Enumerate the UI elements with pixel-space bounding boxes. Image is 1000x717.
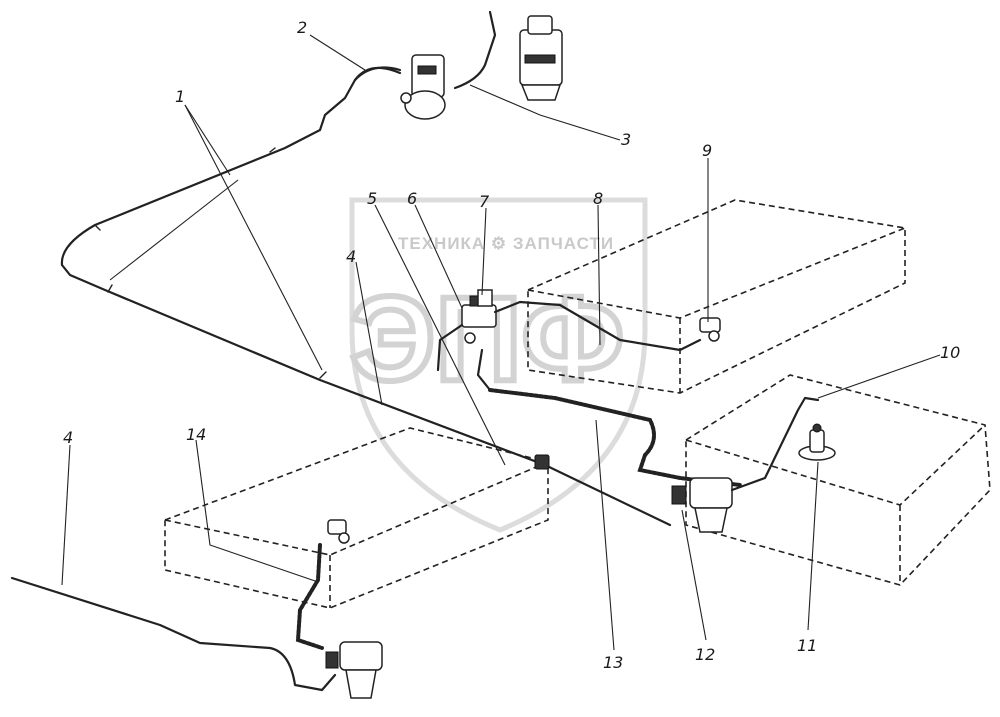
callout-7: 7 — [479, 192, 490, 211]
callout-14: 14 — [186, 425, 206, 444]
callout-1: 1 — [175, 87, 185, 106]
fuel-pump — [400, 54, 446, 120]
fuel-tank-right-upper — [527, 199, 906, 394]
tank-fitting-lower — [327, 519, 350, 544]
callout-9: 9 — [702, 141, 712, 160]
callout-4-left: 4 — [63, 428, 73, 447]
fuel-pipe-10 — [730, 396, 820, 492]
fuel-filter-lower — [325, 641, 383, 699]
callout-8: 8 — [593, 189, 603, 208]
fuel-pipe-8 — [493, 300, 702, 352]
callout-13: 13 — [603, 653, 623, 672]
fuel-pipe-4-lower — [10, 576, 337, 692]
fuel-tank-right-lower — [685, 374, 991, 586]
tank-flange-11 — [798, 423, 836, 461]
callout-11: 11 — [797, 636, 817, 655]
callout-6: 6 — [407, 189, 417, 208]
fuel-hose-13 — [488, 388, 742, 487]
callout-12: 12 — [695, 645, 715, 664]
callout-10: 10 — [940, 343, 960, 362]
fuel-pipe-3 — [453, 10, 497, 90]
callout-4-center: 4 — [346, 247, 356, 266]
fuel-filter-12 — [671, 477, 733, 533]
fuel-pipe-2 — [353, 66, 402, 82]
tank-fitting-9 — [699, 317, 721, 342]
carburettor — [519, 15, 563, 101]
watermark-brand-text: ТЕХНИКА ⚙ ЗАПЧАСТИ — [398, 234, 614, 253]
callout-labels: 1 2 3 4 4 5 6 7 8 9 10 11 12 13 14 — [63, 18, 960, 672]
callout-leaders — [61, 34, 941, 651]
fuel-pipe-from-tap — [436, 323, 492, 392]
watermark-shield — [349, 197, 648, 533]
callout-5: 5 — [367, 189, 377, 208]
callout-2: 2 — [297, 18, 307, 37]
fuel-tank-left-lower — [164, 427, 549, 609]
callout-3: 3 — [621, 130, 631, 149]
fuel-hose-14 — [295, 543, 324, 650]
pipe-connector — [534, 454, 550, 470]
